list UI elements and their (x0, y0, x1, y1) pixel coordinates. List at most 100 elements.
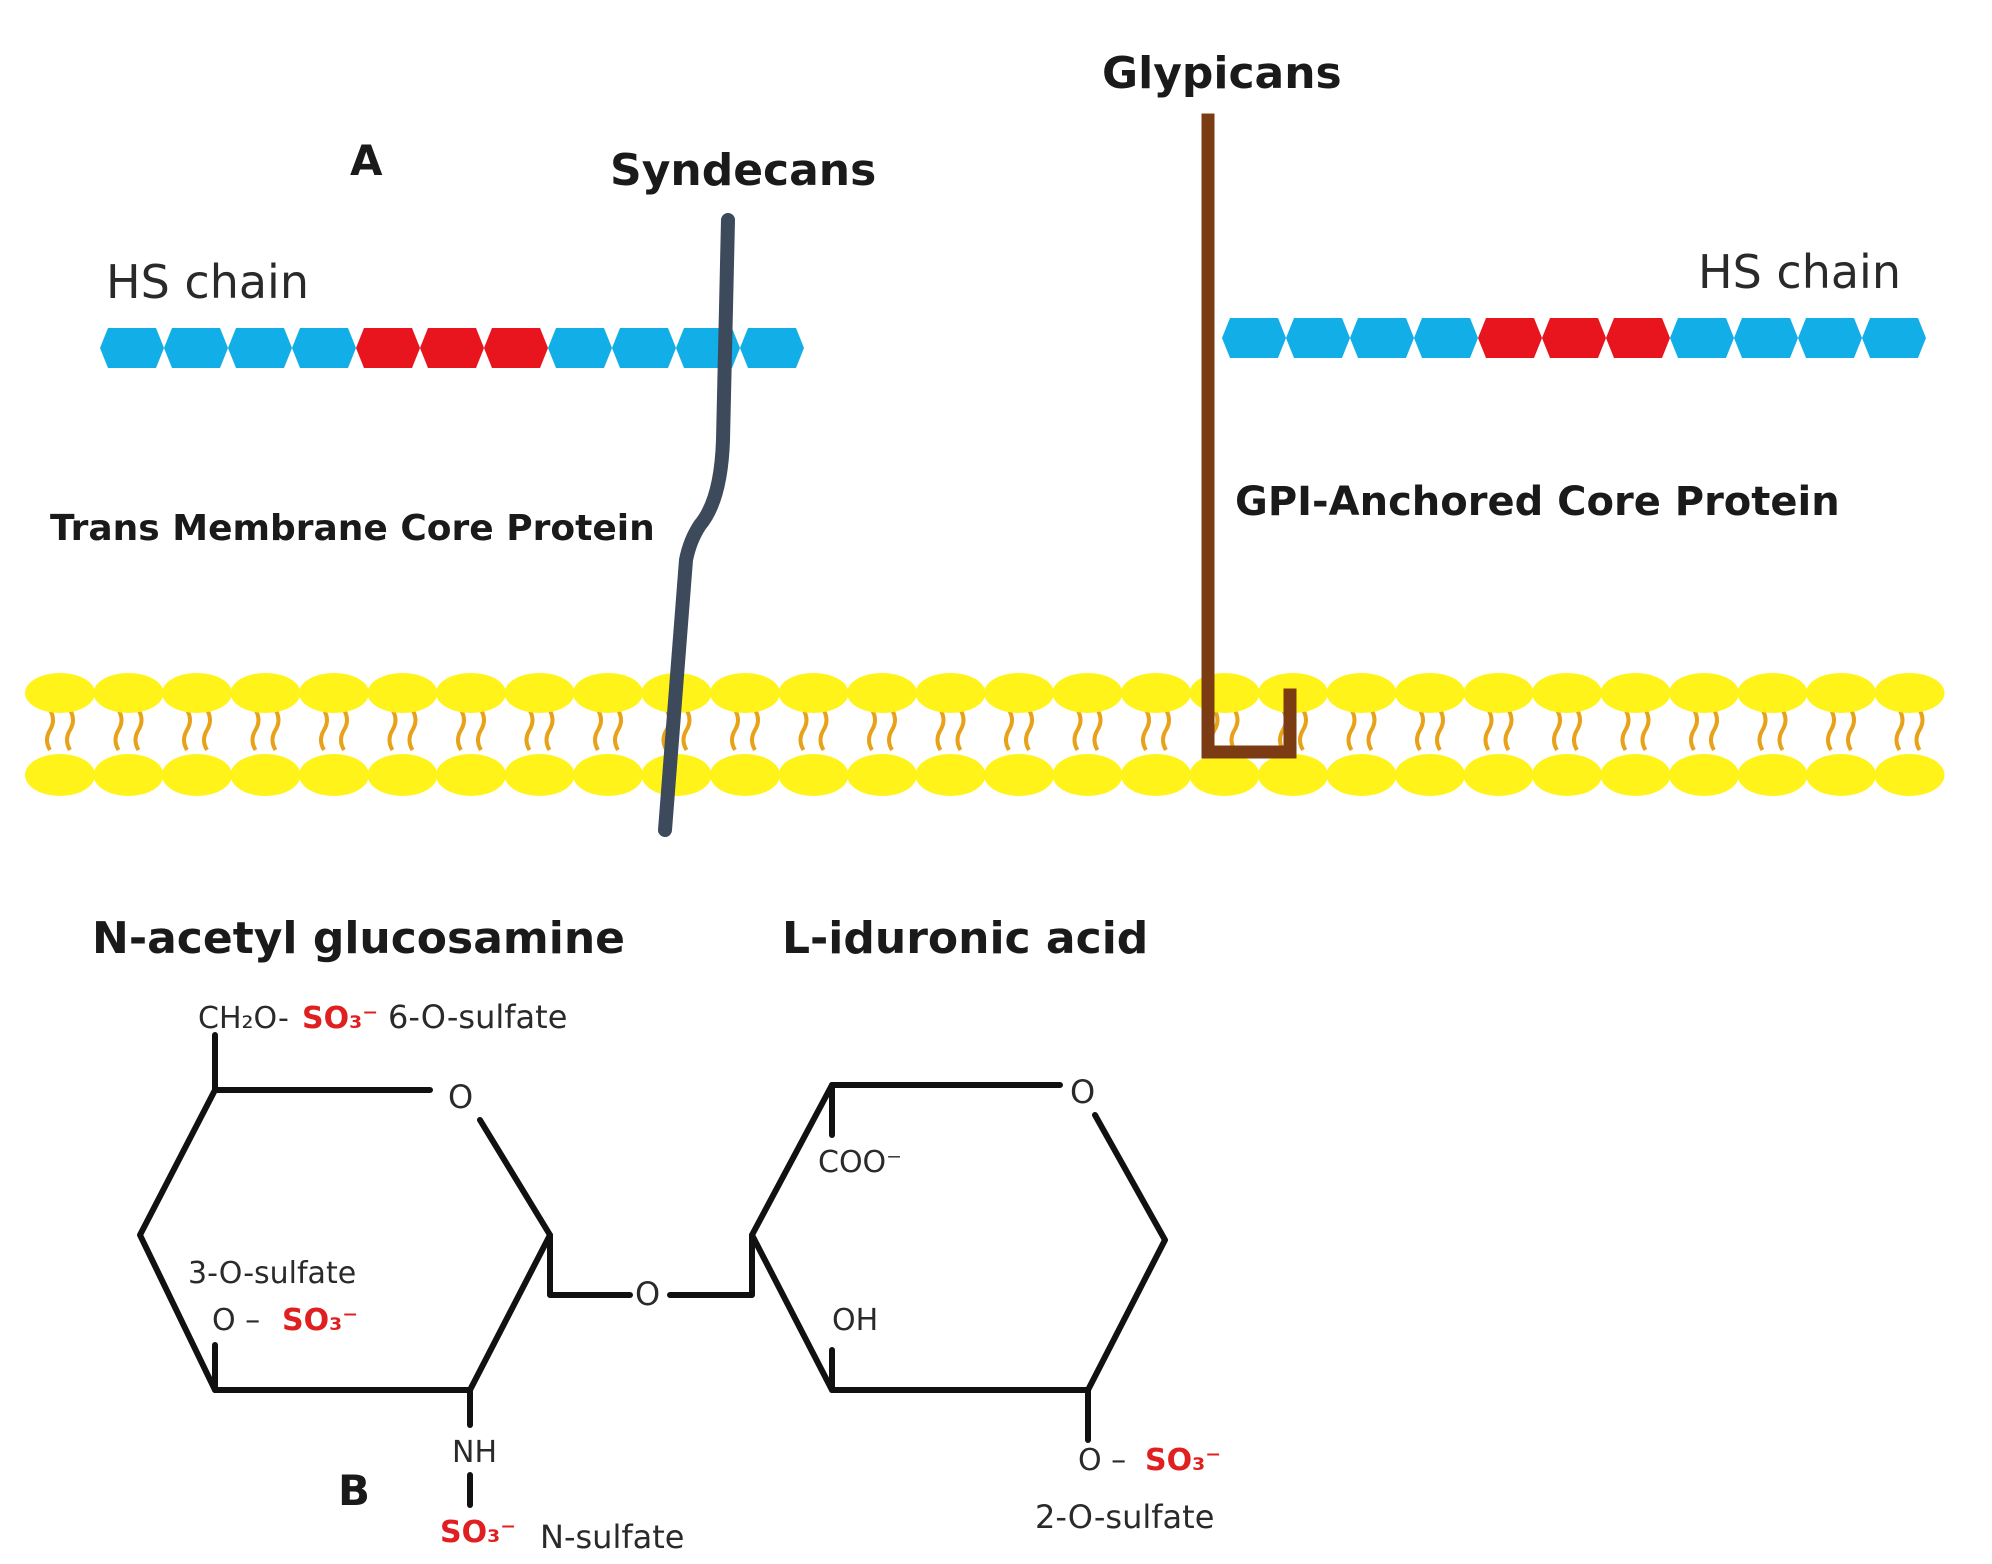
lipid-head-inner (230, 754, 301, 796)
lipid-head-inner (1806, 754, 1876, 796)
oh-text: OH (832, 1303, 878, 1338)
lipid-tail (202, 708, 212, 752)
lipid-head-inner (162, 754, 232, 796)
lipid-tail (456, 708, 466, 752)
lipid-tail (887, 708, 897, 752)
lipid-tail (1072, 708, 1083, 752)
hs-unit (1222, 318, 1286, 358)
two-o-dash-text: O – (1078, 1443, 1126, 1478)
lipid-tail (593, 708, 603, 752)
lipid-head-outer (367, 673, 438, 713)
n-sulfate-label: N-sulfate (540, 1518, 684, 1556)
lipid-head-inner (778, 754, 849, 796)
lipid-head-inner (1669, 754, 1739, 796)
lipid-bilayer (25, 673, 1945, 796)
lipid-head-inner (1121, 754, 1191, 796)
n-so3-text: SO₃⁻ (440, 1515, 516, 1550)
hs-chain-left (100, 328, 804, 368)
hs-unit (1862, 318, 1926, 358)
lipid-head-inner (984, 754, 1054, 796)
lipid-head-outer (299, 673, 369, 713)
hs-sulfated-unit (1542, 318, 1606, 358)
hs-unit (1414, 318, 1478, 358)
lipid-tail (524, 708, 535, 752)
hs-unit (612, 328, 676, 368)
lipid-tail (1689, 708, 1699, 752)
two-o-sulfate-label: 2-O-sulfate (1035, 1498, 1214, 1536)
hs-sulfated-unit (356, 328, 420, 368)
hs-unit (548, 328, 612, 368)
idoa-title: L-iduronic acid (782, 913, 1148, 964)
six-o-so3-text: SO₃⁻ (302, 1001, 378, 1036)
lipid-head-outer (1874, 673, 1945, 713)
syndecans-label: Syndecans (610, 145, 876, 196)
lipid-tail (544, 708, 555, 752)
lipid-head-inner (641, 754, 712, 796)
syndecan-core-protein (658, 213, 735, 837)
three-o-so3-text: SO₃⁻ (282, 1303, 358, 1338)
lipid-head-inner (710, 754, 780, 796)
lipid-head-inner (25, 754, 95, 796)
lipid-tail (270, 708, 281, 752)
lipid-head-outer (1463, 673, 1534, 713)
lipid-tail (1572, 708, 1582, 752)
lipid-tail (339, 708, 349, 752)
lipid-head-outer (1326, 673, 1397, 713)
lipid-head-outer (1121, 673, 1191, 713)
lipid-tail (250, 708, 261, 752)
lipid-head-outer (915, 673, 986, 713)
lipid-head-inner (573, 754, 643, 796)
hs-unit (1350, 318, 1414, 358)
idoa-ring-oxygen: O (1070, 1073, 1095, 1111)
lipid-head-outer (573, 673, 643, 713)
lipid-tail (867, 708, 877, 752)
glcnac-title: N-acetyl glucosamine (92, 913, 625, 964)
lipid-head-inner (1532, 754, 1602, 796)
lipid-head-outer (1189, 673, 1260, 713)
lipid-tail (935, 708, 946, 752)
hs-sulfated-unit (420, 328, 484, 368)
lipid-head-outer (230, 673, 301, 713)
lipid-tail (681, 708, 692, 752)
lipid-tail (1004, 708, 1014, 752)
lipid-head-outer (1806, 673, 1876, 713)
lipid-tail (955, 708, 966, 752)
lipid-head-inner (367, 754, 438, 796)
hs-unit (1286, 318, 1350, 358)
lipid-head-outer (778, 673, 849, 713)
hs-sulfated-unit (1606, 318, 1670, 358)
lipid-head-inner (1463, 754, 1534, 796)
hs-unit (292, 328, 356, 368)
lipid-head-outer (1395, 673, 1465, 713)
lipid-tail (45, 708, 55, 752)
lipid-tail (1092, 708, 1103, 752)
lipid-head-outer (25, 673, 95, 713)
hs-sulfated-unit (1478, 318, 1542, 358)
hs-unit (100, 328, 164, 368)
nh-text: NH (452, 1435, 497, 1470)
lipid-head-inner (1052, 754, 1123, 796)
hs-unit (1670, 318, 1734, 358)
lipid-head-outer (162, 673, 232, 713)
glypican-core-protein (1201, 113, 1297, 759)
lipid-tail (1415, 708, 1425, 752)
idoa-ring (667, 1082, 1168, 1443)
lipid-head-outer (504, 673, 575, 713)
lipid-tail (1620, 708, 1631, 752)
two-o-so3-text: SO₃⁻ (1145, 1443, 1221, 1478)
hs-unit (1734, 318, 1798, 358)
hs-chain-right-label: HS chain (1698, 245, 1901, 299)
lipid-tail (1024, 708, 1034, 752)
lipid-head-outer (93, 673, 164, 713)
panel-a-letter: A (350, 136, 383, 185)
lipid-head-outer (847, 673, 917, 713)
ch2o-text: CH₂O- (198, 1001, 289, 1036)
lipid-tail (65, 708, 75, 752)
lipid-head-inner (1326, 754, 1397, 796)
lipid-head-outer (1669, 673, 1739, 713)
lipid-tail (1777, 708, 1788, 752)
lipid-tail (1503, 708, 1514, 752)
lipid-tail (1161, 708, 1171, 752)
lipid-head-inner (1258, 754, 1328, 796)
lipid-head-inner (1737, 754, 1808, 796)
